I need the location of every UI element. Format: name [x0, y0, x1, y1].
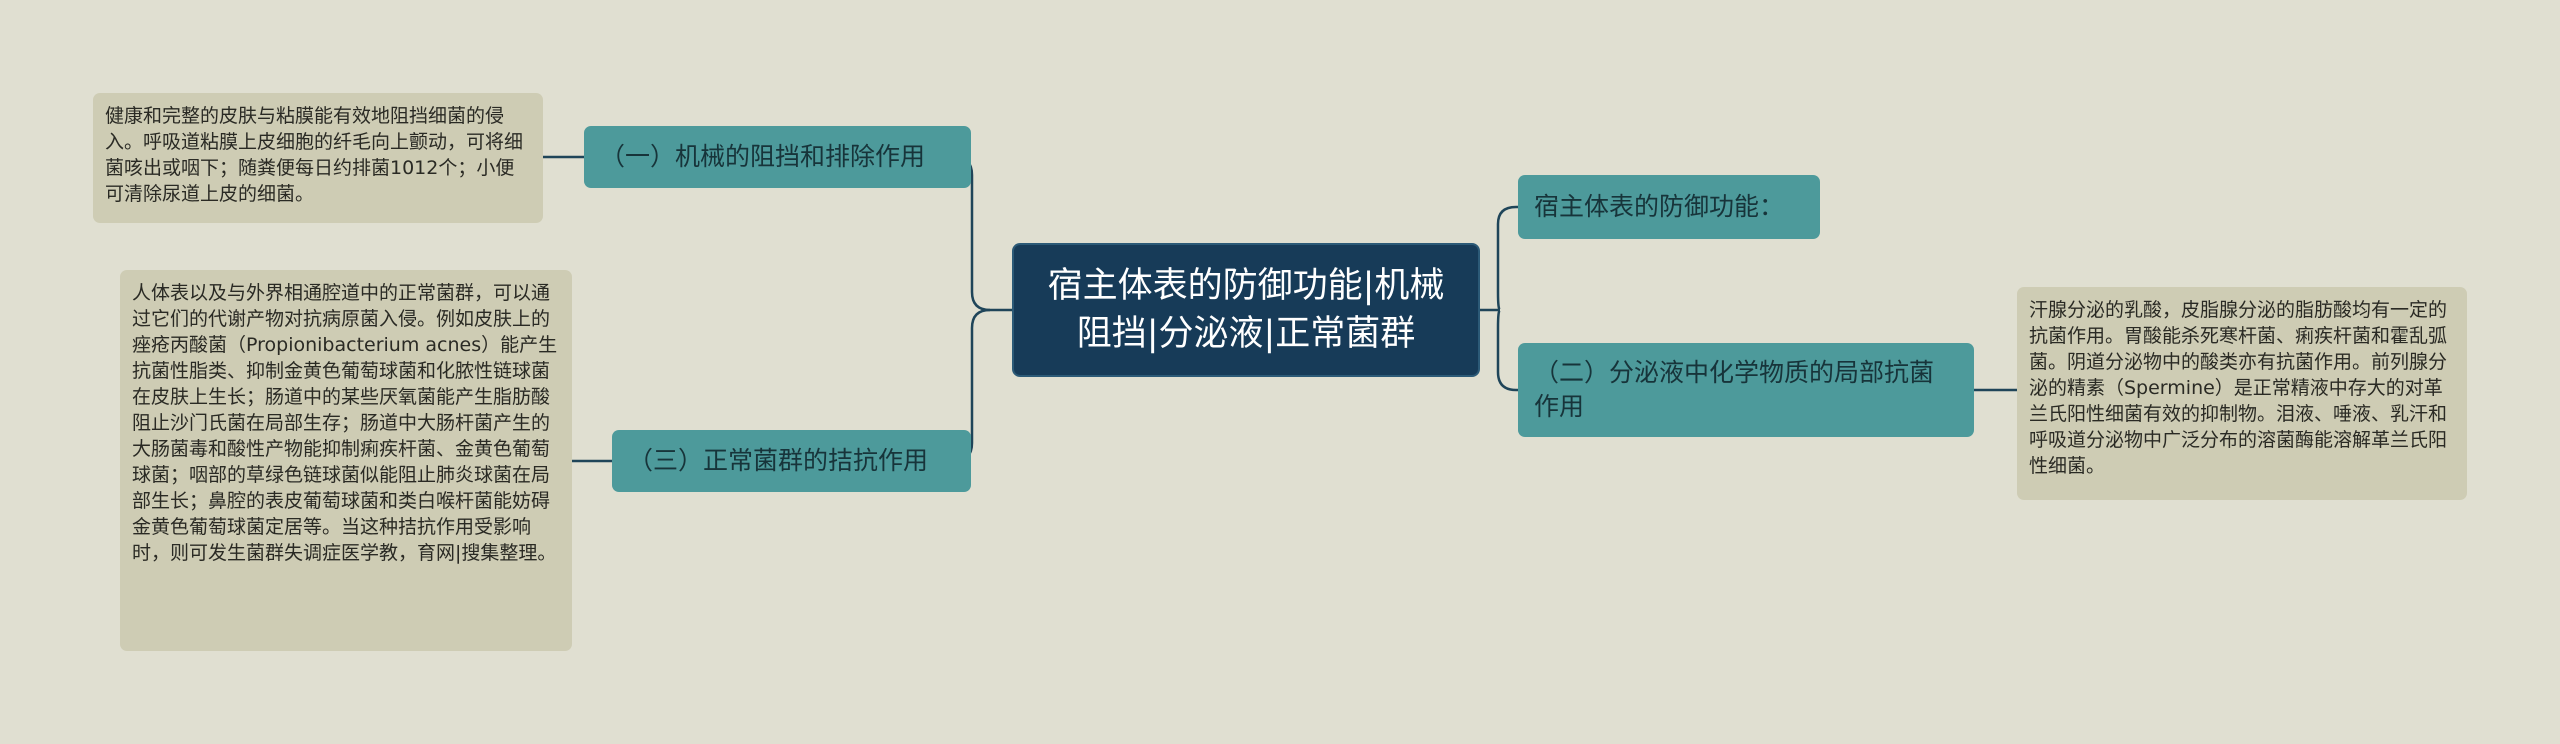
branch-normal-flora-label: （三）正常菌群的拮抗作用 — [628, 446, 929, 475]
branch-secretion-chemicals[interactable]: （二）分泌液中化学物质的局部抗菌作用 — [1518, 343, 1974, 437]
branch-host-surface-defense[interactable]: 宿主体表的防御功能： — [1518, 175, 1820, 239]
connector-root-b2 — [1496, 308, 1518, 392]
branch-mechanical-barrier[interactable]: （一）机械的阻挡和排除作用 — [584, 126, 971, 188]
branch-host-surface-defense-label: 宿主体表的防御功能： — [1534, 192, 1785, 221]
branch-secretion-chemicals-label: （二）分泌液中化学物质的局部抗菌作用 — [1534, 358, 1935, 421]
central-topic[interactable]: 宿主体表的防御功能|机械阻挡|分泌液|正常菌群 — [1012, 243, 1480, 377]
branch-normal-flora[interactable]: （三）正常菌群的拮抗作用 — [612, 430, 971, 492]
leaf-normal-flora-detail[interactable]: 人体表以及与外界相通腔道中的正常菌群，可以通过它们的代谢产物对抗病原菌入侵。例如… — [120, 270, 572, 651]
leaf-mechanical-barrier-detail[interactable]: 健康和完整的皮肤与粘膜能有效地阻挡细菌的侵入。呼吸道粘膜上皮细胞的纤毛向上颤动，… — [93, 93, 543, 223]
connector-root-b4 — [1480, 205, 1518, 312]
central-topic-label: 宿主体表的防御功能|机械阻挡|分泌液|正常菌群 — [1047, 266, 1445, 354]
branch-mechanical-barrier-label: （一）机械的阻挡和排除作用 — [600, 142, 926, 171]
leaf-secretion-chemicals-detail[interactable]: 汗腺分泌的乳酸，皮脂腺分泌的脂肪酸均有一定的抗菌作用。胃酸能杀死寒杆菌、痢疾杆菌… — [2017, 287, 2467, 500]
